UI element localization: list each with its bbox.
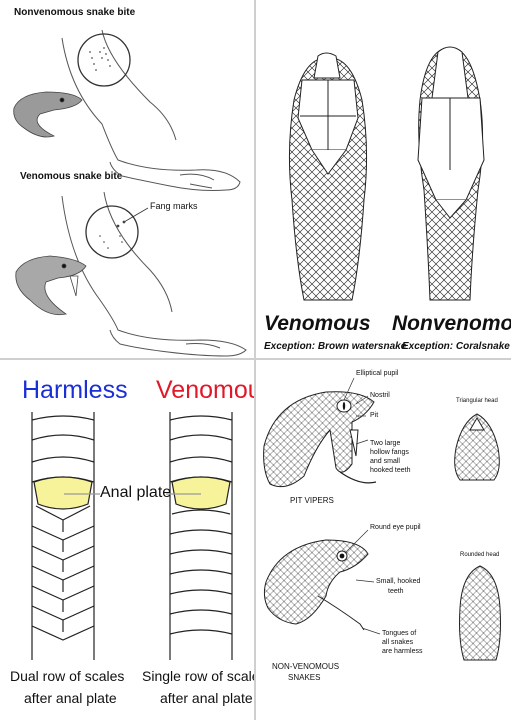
- non-venomous-line1: NON-VENOMOUS: [272, 662, 340, 671]
- fang-marks-label: Fang marks: [150, 201, 198, 211]
- large-fangs-line1: Two large: [370, 440, 401, 447]
- large-fangs-line4: hooked teeth: [370, 467, 411, 474]
- lower-leg-illustration: [61, 191, 247, 357]
- anal-plate-label: Anal plate: [100, 484, 172, 501]
- elliptical-pupil-label: Elliptical pupil: [356, 370, 399, 377]
- venomous-anal-plate: [171, 476, 231, 510]
- small-teeth-marks: [89, 47, 111, 71]
- nonvenomous-bite-title: Nonvenomous snake bite: [14, 7, 136, 18]
- bite-illustrations: [13, 29, 247, 357]
- horizontal-divider: [0, 358, 511, 360]
- venomous-head-title: Venomous: [264, 312, 371, 335]
- rounded-head-label: Rounded head: [460, 552, 500, 558]
- triangular-head-icon: [454, 413, 500, 481]
- non-venomous-line2: SNAKES: [288, 673, 321, 682]
- venomous-bite-title: Venomous snake bite: [20, 171, 123, 182]
- fang-marks: [99, 220, 126, 249]
- harmless-anal-plate: [33, 476, 93, 510]
- harmless-caption-line1: Dual row of scales: [10, 668, 125, 684]
- venomous-caption-line1: Single row of scales: [142, 668, 254, 684]
- anal-plate-panel: Harmless Venomous: [0, 360, 254, 720]
- tongues-line3: are harmless: [382, 648, 423, 655]
- vertical-divider: [254, 0, 256, 720]
- small-teeth-line1: Small, hooked: [376, 578, 421, 585]
- viper-pointers: [343, 377, 381, 635]
- harmless-body: [31, 412, 95, 660]
- nonvenomous-snake-head-icon: [13, 91, 83, 138]
- bite-panel: Nonvenomous snake bite Venomous snake bi…: [0, 0, 254, 358]
- venomous-head-diagram: [288, 52, 368, 301]
- venomous-body: [169, 412, 233, 660]
- nonvenomous-head-exception: Exception: Coralsnake: [402, 341, 510, 352]
- tongues-line2: all snakes: [382, 639, 414, 646]
- scale-diagrams: [31, 412, 233, 660]
- pit-vipers-label: PIT VIPERS: [290, 496, 334, 505]
- harmless-caption-line2: after anal plate: [24, 690, 117, 706]
- upper-bite-circle: [77, 33, 131, 87]
- venomous-caption-line2: after anal plate: [160, 690, 253, 706]
- venomous-scale-title: Venomous: [156, 376, 254, 404]
- rounded-head-icon: [459, 565, 501, 661]
- small-teeth-line2: teeth: [388, 588, 404, 595]
- triangular-head-label: Triangular head: [456, 398, 498, 404]
- tongues-line1: Tongues of: [382, 630, 417, 637]
- viper-illustrations: [263, 377, 501, 661]
- head-shape-panel: Venomous Exception: Brown watersnake Non…: [256, 0, 511, 358]
- head-shape-illustrations: [288, 46, 485, 301]
- large-fangs-line2: hollow fangs: [370, 449, 409, 456]
- nonvenomous-head-title: Nonvenomous: [392, 312, 511, 335]
- fang-marks-pointer: [123, 207, 149, 223]
- upper-leg-illustration: [61, 29, 241, 191]
- viper-comparison-panel: Elliptical pupil Nostril Pit Two large h…: [256, 360, 511, 720]
- venomous-head-exception: Exception: Brown watersnake: [264, 341, 407, 352]
- nonvenomous-head-diagram: [417, 46, 485, 301]
- pit-viper-head-icon: [263, 391, 377, 488]
- pit-label: Pit: [370, 412, 379, 419]
- nonvenomous-snake-side-icon: [263, 539, 369, 631]
- harmless-title: Harmless: [22, 376, 128, 404]
- round-pupil-label: Round eye pupil: [370, 524, 421, 531]
- lower-bite-circle: [85, 205, 139, 259]
- venomous-snake-head-icon: [15, 255, 87, 316]
- large-fangs-line3: and small: [370, 458, 400, 465]
- nostril-label: Nostril: [370, 392, 390, 399]
